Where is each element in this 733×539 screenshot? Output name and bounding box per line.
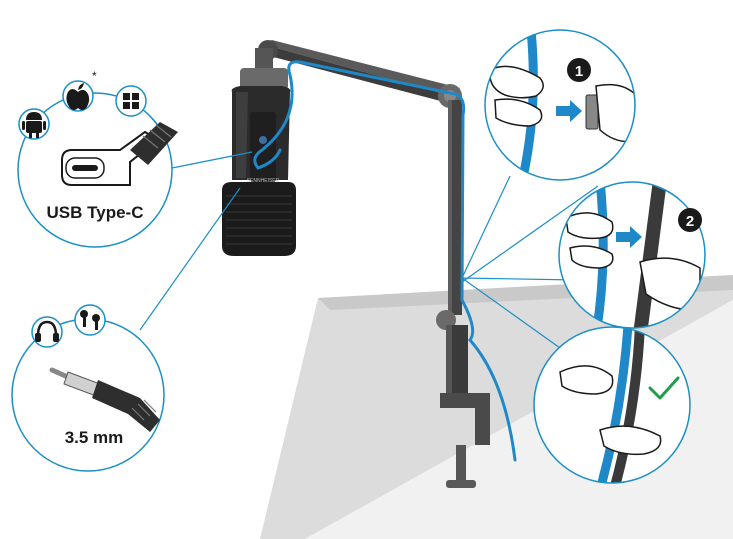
earbuds-icon xyxy=(74,304,106,336)
step-1-number: 1 xyxy=(575,63,583,80)
microphone: SENNHEISER xyxy=(222,68,296,256)
usb-c-plug xyxy=(61,122,178,186)
jack-size-label: 3.5 mm xyxy=(65,428,124,447)
apple-icon: * xyxy=(62,69,97,112)
callout-leaders xyxy=(139,151,599,349)
step-1-badge xyxy=(567,58,591,82)
windows-icon xyxy=(115,85,147,117)
android-icon xyxy=(18,108,50,140)
step-2-badge xyxy=(678,208,702,232)
step-2-callout: 2 xyxy=(558,181,706,329)
checkmark-icon xyxy=(648,376,680,400)
step-2-number: 2 xyxy=(686,213,694,230)
apple-footnote-asterisk: * xyxy=(92,69,97,83)
headphones-icon xyxy=(31,316,63,348)
boom-arm-stand xyxy=(255,40,490,488)
step-3-callout xyxy=(533,326,691,484)
usb-callout: USB Type-C xyxy=(17,92,178,248)
step-1-arrow xyxy=(556,100,582,122)
jack-callout: 3.5 mm xyxy=(11,318,165,472)
jack-plug xyxy=(49,367,160,432)
usb-type-c-label: USB Type-C xyxy=(47,203,144,222)
step-1-callout: 1 xyxy=(484,29,636,181)
svg-text:SENNHEISER: SENNHEISER xyxy=(247,178,280,184)
step-2-arrow xyxy=(616,226,642,248)
cable-route xyxy=(253,60,517,462)
